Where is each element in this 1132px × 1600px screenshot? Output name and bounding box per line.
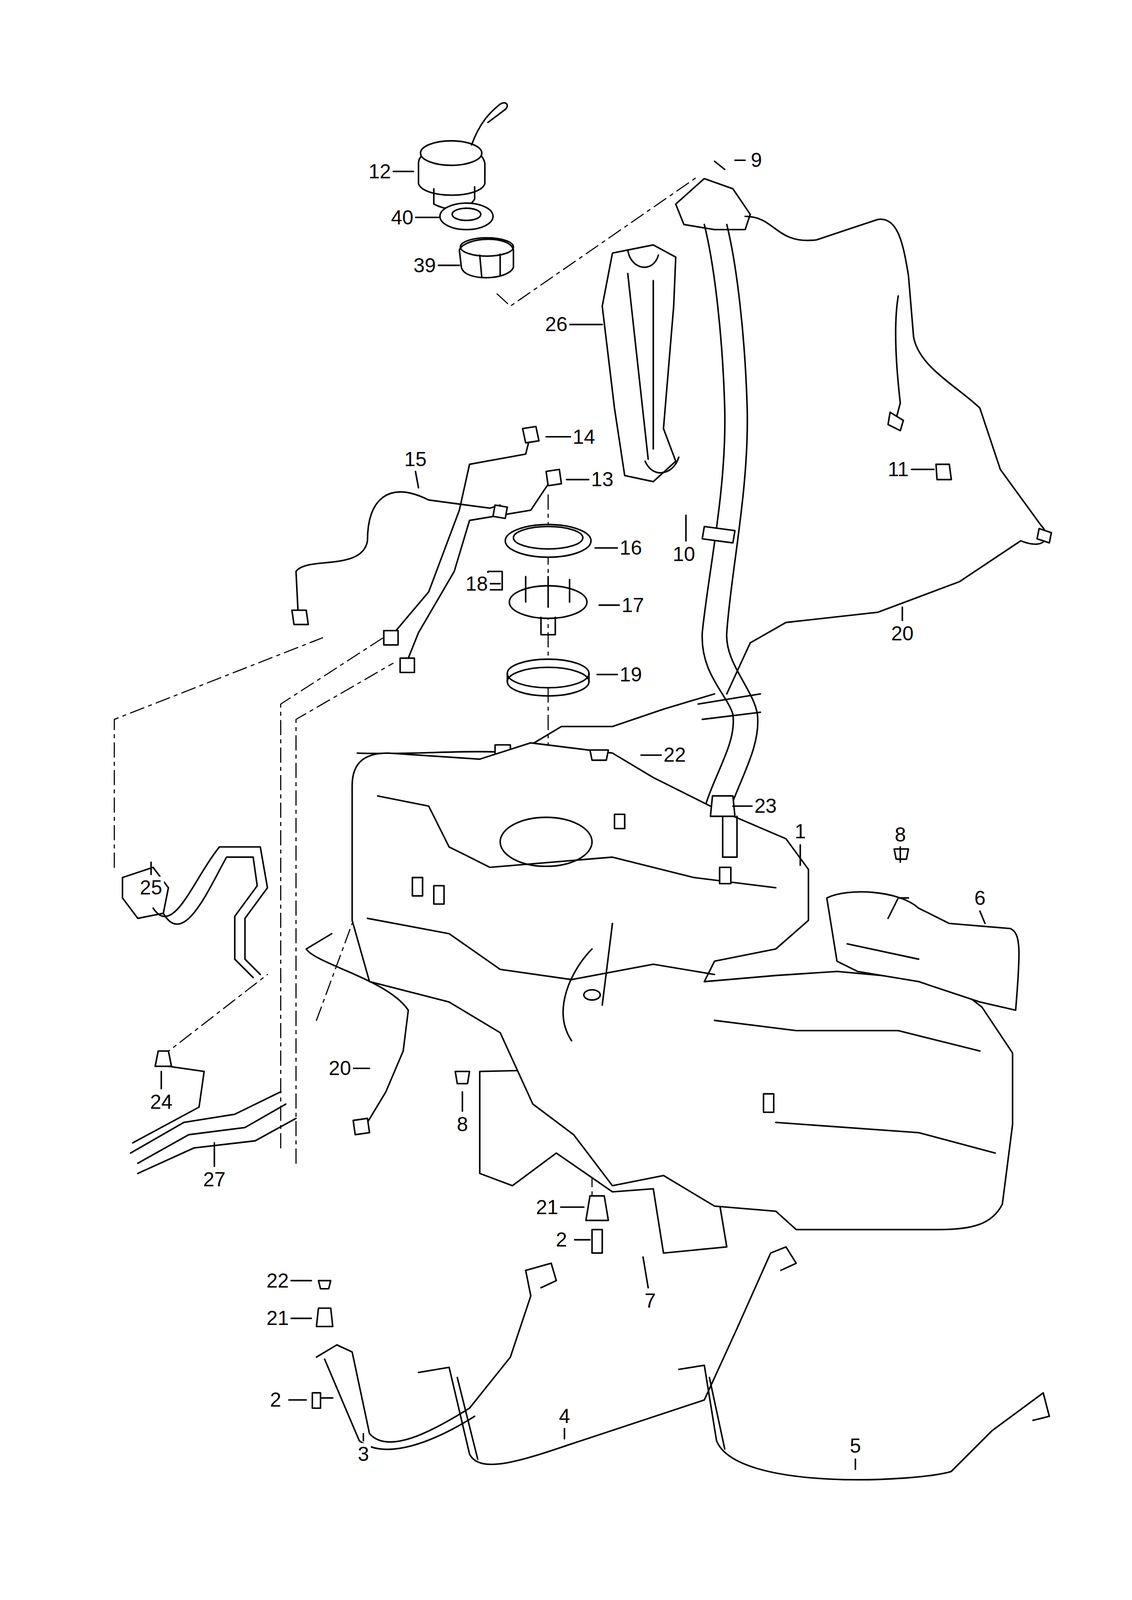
callout-number: 40 bbox=[389, 206, 416, 229]
callout-number: 8 bbox=[454, 1113, 470, 1136]
callout-number: 13 bbox=[589, 468, 616, 491]
callout-number: 27 bbox=[201, 1168, 228, 1191]
callout-number: 22 bbox=[264, 1270, 291, 1293]
callout-number: 1 bbox=[792, 820, 808, 843]
callout-number: 2 bbox=[268, 1389, 283, 1412]
callout-number: 20 bbox=[889, 622, 916, 645]
callout-number: 4 bbox=[557, 1405, 572, 1428]
callout-number: 11 bbox=[886, 458, 911, 481]
callout-number: 6 bbox=[972, 887, 987, 910]
callout-number: 25 bbox=[138, 876, 165, 899]
callout-number: 8 bbox=[892, 824, 908, 846]
callout-number: 3 bbox=[355, 1443, 371, 1466]
callout-number: 12 bbox=[366, 160, 393, 183]
callout-number: 20 bbox=[326, 1057, 353, 1080]
callout-number: 23 bbox=[752, 795, 779, 818]
callout-number: 14 bbox=[570, 426, 597, 449]
callout-number: 21 bbox=[264, 1307, 291, 1330]
callout-number: 17 bbox=[620, 594, 647, 617]
callout-number: 24 bbox=[148, 1091, 175, 1114]
callout-number: 18 bbox=[463, 573, 490, 595]
callout-number: 21 bbox=[534, 1196, 561, 1219]
callout-number: 7 bbox=[642, 1290, 658, 1313]
callout-number: 22 bbox=[661, 744, 688, 767]
callout-number: 10 bbox=[670, 543, 697, 566]
callout-number: 19 bbox=[617, 663, 644, 686]
callout-number: 15 bbox=[402, 448, 429, 471]
callout-number: 26 bbox=[543, 313, 570, 336]
callout-number: 39 bbox=[411, 254, 438, 277]
callout-number: 5 bbox=[847, 1435, 863, 1458]
callout-number: 16 bbox=[617, 537, 644, 559]
callout-number: 9 bbox=[748, 149, 764, 172]
callout-number: 2 bbox=[553, 1229, 569, 1252]
